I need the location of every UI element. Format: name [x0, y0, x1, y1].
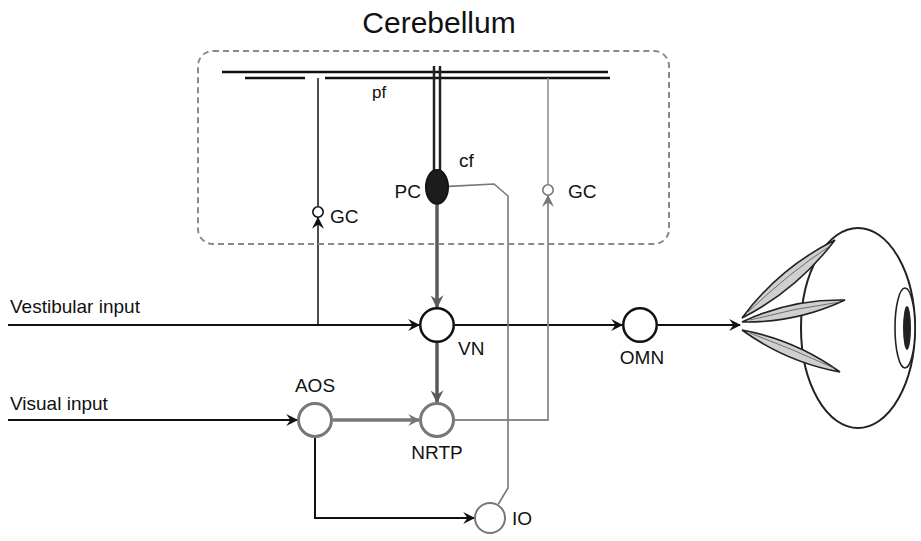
connector: [455, 324, 622, 326]
cell-label: PC: [395, 181, 421, 203]
node-outline: [474, 502, 506, 534]
muscle-fiber: [750, 302, 840, 320]
cell-circle: GC: [542, 184, 554, 196]
input-line: [8, 419, 297, 421]
node-outline: [297, 402, 333, 438]
input-label: Visual input: [10, 393, 108, 415]
node-outline: [419, 402, 455, 438]
input-branch: [317, 218, 319, 325]
input-line: [8, 324, 419, 326]
node-shape: [313, 207, 323, 217]
nucleus-circle: IO: [474, 502, 506, 534]
eye-illustration: [742, 228, 915, 428]
purkinje-cell: PC: [425, 169, 449, 205]
node-outline: [419, 307, 455, 343]
node-outline: [622, 307, 658, 343]
cell-label: GC: [330, 206, 359, 228]
pupil: [903, 306, 911, 350]
node-shape: [299, 404, 332, 437]
nucleus-label: OMN: [620, 347, 664, 369]
node-shape: [475, 503, 505, 533]
nucleus-label: AOS: [295, 375, 335, 397]
nucleus-circle: NRTP: [419, 402, 455, 438]
nucleus-circle: VN: [419, 307, 455, 343]
connector: [435, 343, 439, 402]
node-shape: [426, 170, 449, 205]
nucleus-label: IO: [512, 508, 532, 530]
connector: [315, 438, 474, 518]
node-outline: [425, 169, 449, 205]
node-outline: [312, 206, 324, 218]
eye-muscle: [742, 330, 840, 372]
node-shape: [543, 185, 553, 195]
nucleus-circle: AOS: [297, 402, 333, 438]
parallel-fiber: [325, 77, 610, 80]
granule-axon: [317, 78, 319, 206]
region-heading: Cerebellum: [362, 6, 515, 41]
fiber-label: pf: [372, 83, 386, 103]
node-shape: [623, 308, 657, 342]
nucleus-label: NRTP: [411, 442, 462, 464]
parallel-fiber: [222, 71, 608, 74]
connector: [333, 418, 419, 422]
eye-muscle: [742, 300, 845, 322]
region-box: CerebellumGCPCGC: [197, 50, 670, 245]
purkinje-dendrite: [433, 66, 436, 174]
cornea: [895, 288, 915, 368]
nucleus-label: VN: [458, 338, 484, 360]
cell-circle: GC: [312, 206, 324, 218]
node-shape: [420, 308, 454, 342]
connector: [455, 196, 548, 420]
motor-line: [658, 324, 740, 326]
nucleus-circle: OMN: [622, 307, 658, 343]
granule-axon: [547, 78, 549, 184]
fiber-label: cf: [457, 150, 476, 172]
connector: [435, 205, 439, 307]
node-shape: [421, 404, 454, 437]
parallel-fiber: [245, 77, 305, 80]
cell-label: GC: [568, 181, 597, 203]
node-outline: [542, 184, 554, 196]
purkinje-dendrite: [439, 66, 442, 174]
input-label: Vestibular input: [10, 296, 140, 318]
muscle-fiber: [750, 333, 834, 368]
